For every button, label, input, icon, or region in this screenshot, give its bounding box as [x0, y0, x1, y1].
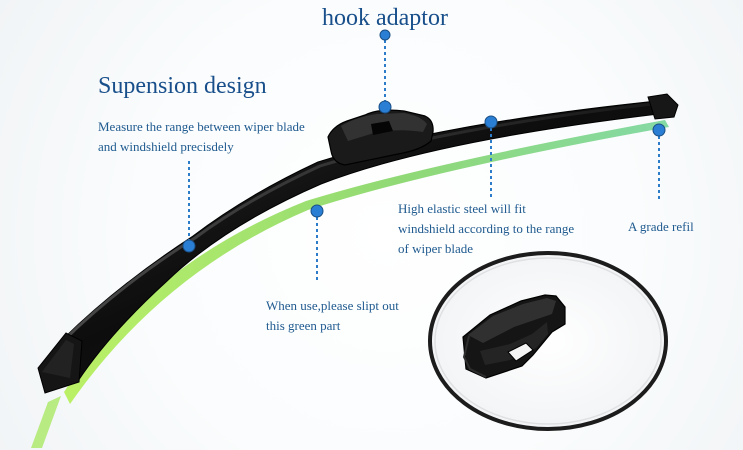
callout-suspension-dot: [182, 239, 196, 253]
elastic-steel-text: High elastic steel will fit windshield a…: [398, 199, 574, 259]
zoom-detail-ring-inner: [434, 257, 662, 425]
left-end-cap-shadow: [42, 340, 74, 378]
zoom-detail-hook-edge: [462, 335, 487, 378]
elastic-steel-line-3: of wiper blade: [398, 241, 474, 257]
callout-grade-refill-dot: [652, 123, 666, 137]
suspension-design-label: Supension design: [98, 73, 267, 99]
right-end-cap: [647, 93, 679, 120]
zoom-detail-hook-slot: [507, 342, 534, 362]
measure-range-line-1: Measure the range between wiper blade: [98, 119, 305, 134]
elastic-steel-line-1: High elastic steel will fit: [398, 201, 526, 216]
left-end-cap: [37, 332, 83, 394]
zoom-detail-background: [430, 253, 666, 429]
zoom-detail-hook-inner: [480, 322, 548, 365]
hook-adaptor-marker: [379, 29, 391, 41]
measure-range-text: Measure the range between wiper blade an…: [98, 117, 305, 157]
green-part-line-2: this green part: [266, 318, 341, 334]
elastic-steel-line-2: windshield according to the range: [398, 221, 575, 237]
zoom-detail: [428, 251, 668, 431]
green-part-line-1: When use,please slipt out: [266, 298, 399, 313]
callout-hook-adaptor-dot: [378, 100, 392, 114]
callout-green-part-dot: [310, 204, 324, 218]
grade-refill-label: A grade refil: [628, 219, 694, 234]
hook-adaptor-slot: [371, 121, 393, 135]
callout-steel-dot: [484, 115, 498, 129]
zoom-detail-ring: [428, 251, 668, 431]
measure-range-line-2: and windshield precisdely: [98, 139, 234, 155]
hook-adaptor-label: hook adaptor: [322, 5, 448, 31]
wiper-blade-highlight: [60, 102, 653, 344]
green-refill-tail: [31, 396, 61, 448]
zoom-detail-hook-top: [468, 298, 556, 343]
green-part-text: When use,please slipt out this green par…: [266, 296, 399, 336]
